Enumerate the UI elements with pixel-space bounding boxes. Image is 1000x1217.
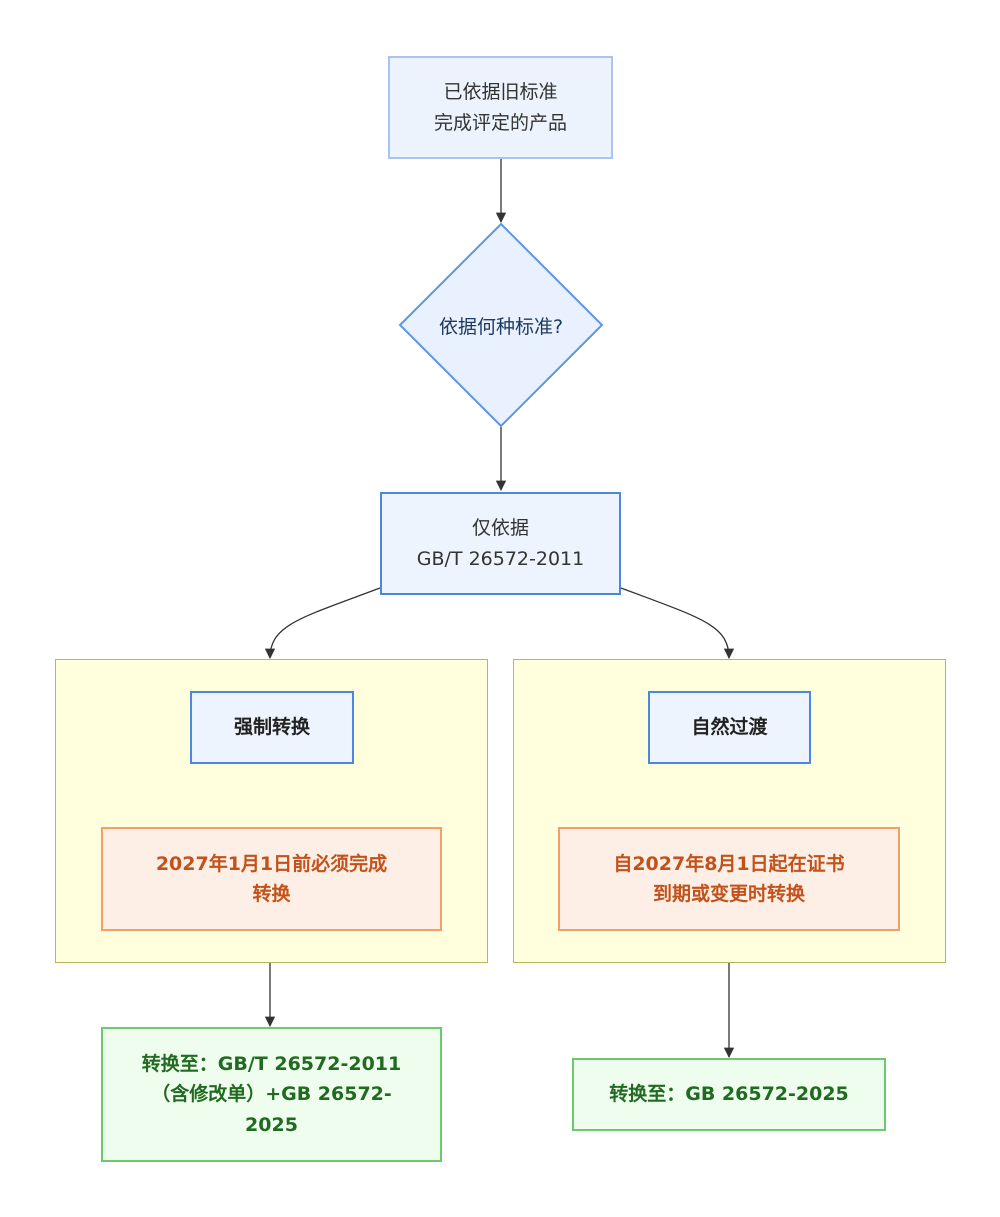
decision-label: 依据何种标准?: [438, 315, 564, 338]
forced-target-node[interactable]: 转换至：GB/T 26572-2011 （含修改单）+GB 26572- 202…: [101, 1027, 442, 1162]
only-old-standard-node[interactable]: 仅依据 GB/T 26572-2011: [380, 492, 621, 595]
natural-transition-label: 自然过渡: [691, 716, 768, 739]
forced-deadline-node[interactable]: 2027年1月1日前必须完成 转换: [101, 827, 442, 931]
edge-only-old-to-forced-group: [264, 587, 381, 660]
start-node-label: 已依据旧标准 完成评定的产品: [433, 81, 567, 134]
natural-target-label: 转换至：GB 26572-2025: [609, 1083, 849, 1106]
natural-target-node[interactable]: 转换至：GB 26572-2025: [572, 1058, 886, 1131]
natural-deadline-label: 自2027年8月1日起在证书 到期或变更时转换: [613, 852, 845, 905]
natural-deadline-node[interactable]: 自2027年8月1日起在证书 到期或变更时转换: [558, 827, 900, 931]
only-old-standard-label: 仅依据 GB/T 26572-2011: [416, 517, 585, 570]
forced-transition-node[interactable]: 强制转换: [190, 691, 354, 764]
decision-diamond[interactable]: [398, 222, 604, 428]
edge-only-old-to-natural-group: [620, 587, 735, 660]
natural-transition-node[interactable]: 自然过渡: [648, 691, 811, 764]
forced-deadline-label: 2027年1月1日前必须完成 转换: [155, 852, 388, 905]
forced-transition-label: 强制转换: [233, 716, 310, 739]
forced-target-label: 转换至：GB/T 26572-2011 （含修改单）+GB 26572- 202…: [141, 1052, 402, 1136]
start-node[interactable]: 已依据旧标准 完成评定的产品: [388, 56, 613, 159]
